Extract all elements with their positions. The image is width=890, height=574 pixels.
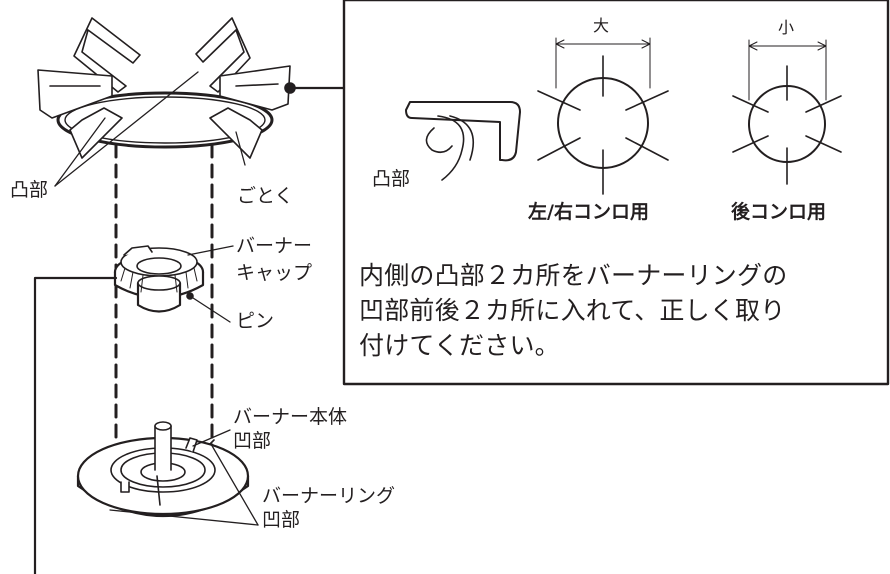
burner-body-drawing (76, 421, 250, 518)
burner-ring-label-line1: バーナーリング (262, 485, 396, 507)
size-small-label: 小 (778, 18, 795, 37)
leader-lines (54, 71, 259, 526)
pin-label: ピン (236, 310, 275, 332)
burner-cap-label-line2: キャップ (236, 262, 313, 284)
burner-ring-label-line2: 凹部 (262, 509, 301, 531)
trivet-label: ごとく (237, 185, 294, 207)
instruction-line-1: 内側の凸部２カ所をバーナーリングの (359, 261, 788, 290)
trivet-boss-label: 凸部 (10, 179, 49, 201)
burner-body-label-line2: 凹部 (233, 430, 272, 452)
inset-small-ring (732, 39, 842, 185)
burner-body-label-line1: バーナー本体 (233, 406, 348, 428)
instruction-line-3: 付けてください。 (359, 331, 560, 360)
trivet-drawing (37, 17, 296, 159)
instruction-line-2: 凹部前後２カ所に入れて、正しく取り (359, 296, 786, 325)
caption-left-right-burner: 左/右コンロ用 (528, 201, 649, 223)
inset-boss-label: 凸部 (372, 168, 411, 190)
alignment-dashes (114, 143, 214, 490)
connector-lines (33, 86, 346, 574)
caption-rear-burner: 後コンロ用 (731, 201, 827, 223)
inset-large-ring (537, 37, 669, 195)
inset-arm-profile (405, 101, 521, 181)
burner-cap-drawing (113, 245, 205, 313)
size-large-label: 大 (593, 16, 610, 35)
burner-cap-label-line1: バーナー (236, 235, 313, 257)
inset-box (342, 0, 890, 386)
